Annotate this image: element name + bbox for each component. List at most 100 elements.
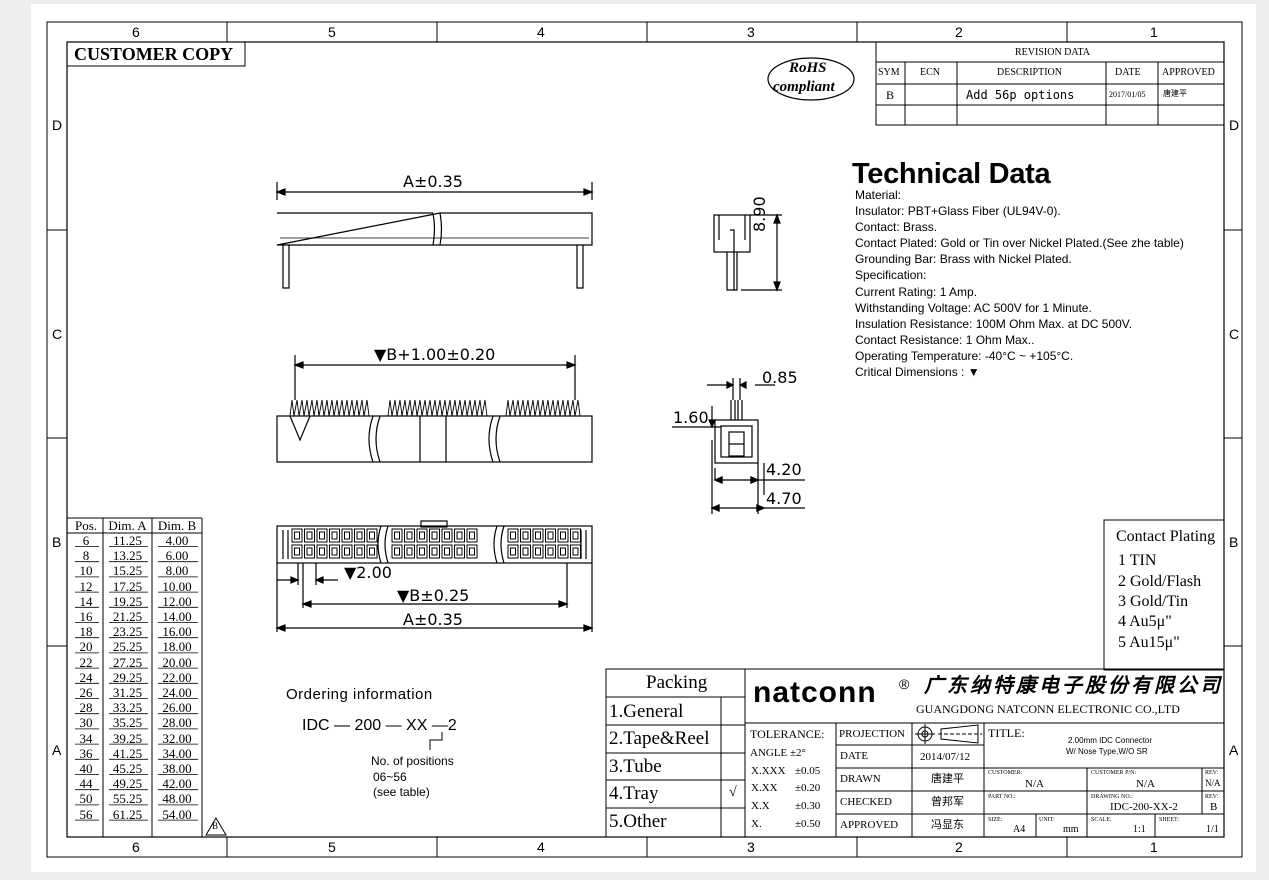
rev-header-approved: APPROVED (1162, 67, 1215, 78)
dim-table-cell: 18 (79, 624, 93, 640)
dim-table-header-a: Dim. A (108, 518, 147, 533)
zone-left-b: B (52, 534, 62, 550)
technical-data-line: Contact Resistance: 1 Ohm Max.. (855, 332, 1035, 347)
dim-table-cell: 26 (79, 685, 93, 700)
dim-table-cell: 27.25 (112, 654, 143, 670)
technical-data-line: Insulation Resistance: 100M Ohm Max. at … (855, 316, 1133, 331)
zone-bottom-2: 2 (955, 839, 963, 855)
plating-item-au5: 4 Au5μ" (1118, 613, 1172, 630)
dim-table-cell: 21.25 (112, 609, 143, 624)
dim-a-top: A±0.35 (403, 172, 463, 191)
zone-left-a: A (52, 742, 62, 758)
customer-copy-label: CUSTOMER COPY (74, 44, 234, 64)
customer-pn-label: CUSTOMER P/N: (1091, 770, 1137, 776)
dim-table-cell: 48.00 (162, 791, 192, 807)
drawing-title-line1: 2.00mm IDC Connector (1068, 736, 1153, 745)
dim-table-cell: 35.25 (112, 715, 143, 731)
dim-height: 8.90 (750, 196, 769, 232)
drawn-label: DRAWN (840, 773, 881, 785)
ordering-note-positions: No. of positions (371, 754, 454, 768)
packing-title: Packing (646, 672, 708, 693)
rev-row-description: Add 56p options (966, 88, 1075, 102)
dim-table-cell: 19.25 (112, 593, 143, 609)
dim-table-cell: 22.00 (162, 669, 192, 685)
zone-bottom-4: 4 (537, 839, 545, 855)
technical-data-line: Current Rating: 1 Amp. (855, 284, 978, 299)
dim-table-cell: 34.00 (162, 745, 192, 761)
zone-top-5: 5 (328, 24, 336, 40)
dim-table-header-pos: Pos. (74, 518, 98, 533)
dim-table-cell: 36 (79, 745, 93, 761)
dim-width-1: 4.20 (766, 460, 802, 479)
ordering-title: Ordering information (286, 686, 433, 703)
ordering-note-table: (see table) (373, 785, 430, 799)
dim-table-cell: 55.25 (112, 791, 143, 807)
technical-data-line: Contact: Brass. (855, 220, 938, 235)
dim-table-cell: 12 (79, 578, 93, 594)
tol-x-value: ±0.30 (795, 800, 821, 812)
technical-data-line: Operating Temperature: -40°C ~ +105°C. (855, 348, 1074, 363)
tolerance-label: TOLERANCE: (750, 727, 825, 741)
scale-value: 1:1 (1133, 824, 1146, 835)
dim-pitch: ▼2.00 (344, 563, 392, 582)
packing-check-mark: √ (729, 785, 737, 800)
dim-table-cell: 33.25 (112, 700, 143, 716)
customer-label: CUSTOMER: (988, 770, 1023, 776)
rev-label-2: REV: (1205, 794, 1219, 800)
rev-value-2: B (1210, 801, 1218, 813)
dim-table-cell: 61.25 (112, 806, 143, 822)
dim-table-cell: 8.00 (165, 563, 189, 579)
dim-table-cell: 15.25 (112, 563, 143, 579)
dim-table-cell: 28 (79, 700, 93, 716)
technical-data-line: Withstanding Voltage: AC 500V for 1 Minu… (855, 300, 1092, 315)
dim-table-cell: 45.25 (112, 761, 143, 776)
dim-b-plus: ▼B+1.00±0.20 (374, 345, 496, 364)
zone-top-6: 6 (132, 24, 140, 40)
technical-data-line: Contact Plated: Gold or Tin over Nickel … (855, 236, 1184, 251)
dim-table-cell: 34 (79, 730, 93, 746)
dim-table-cell: 54.00 (162, 806, 192, 822)
drawing-no-value: IDC-200-XX-2 (1110, 801, 1178, 813)
drawing-no-label: DRAWING NO.: (1091, 794, 1133, 800)
packing-item-other: 5.Other (609, 811, 667, 832)
dim-table-cell: 38.00 (162, 761, 192, 776)
rev-row-approved: 唐建平 (1163, 89, 1187, 98)
packing-item-tape-reel: 2.Tape&Reel (609, 728, 710, 749)
packing-item-tube: 3.Tube (609, 756, 662, 777)
scale-label: SCALE: (1091, 817, 1112, 823)
brand-registered-mark: ® (899, 676, 910, 692)
unit-label: UNIT: (1039, 817, 1055, 823)
zone-top-3: 3 (747, 24, 755, 40)
technical-data-line: Critical Dimensions : ▼ (855, 365, 980, 380)
zone-right-b: B (1229, 534, 1239, 550)
zone-right-d: D (1229, 117, 1240, 133)
checked-label: CHECKED (840, 796, 892, 808)
dim-table-cell: 39.25 (112, 730, 143, 746)
zone-top-4: 4 (537, 24, 545, 40)
zone-top-1: 1 (1150, 24, 1158, 40)
part-no-label: PART NO.: (988, 794, 1016, 800)
unit-value: mm (1063, 824, 1079, 835)
packing-item-tray: 4.Tray (609, 783, 659, 804)
ordering-code: IDC — 200 — XX —2 (302, 717, 457, 734)
dim-table-cell: 31.25 (112, 685, 143, 700)
tol-int-value: ±0.50 (795, 818, 821, 830)
size-label: SIZE: (988, 817, 1003, 823)
checked-value: 曾邦军 (931, 795, 964, 808)
customer-value: N/A (1025, 778, 1044, 790)
dim-table-cell: 30 (79, 715, 93, 731)
zone-left-c: C (52, 326, 63, 342)
dim-table-cell: 6.00 (165, 548, 189, 564)
dim-a-bottom: A±0.35 (403, 610, 463, 629)
title-label: TITLE: (988, 726, 1025, 740)
technical-data-line: Grounding Bar: Brass with Nickel Plated. (855, 252, 1072, 267)
zone-bottom-1: 1 (1150, 839, 1158, 855)
zone-top-2: 2 (955, 24, 963, 40)
dim-table-cell: 13.25 (112, 548, 143, 564)
angle-tolerance: ANGLE ±2° (750, 747, 806, 759)
technical-data-line: Insulator: PBT+Glass Fiber (UL94V-0). (855, 204, 1061, 219)
dim-table-cell: 18.00 (162, 639, 192, 655)
dim-table-cell: 24.00 (162, 685, 192, 700)
dim-table-cell: 8 (82, 548, 90, 564)
